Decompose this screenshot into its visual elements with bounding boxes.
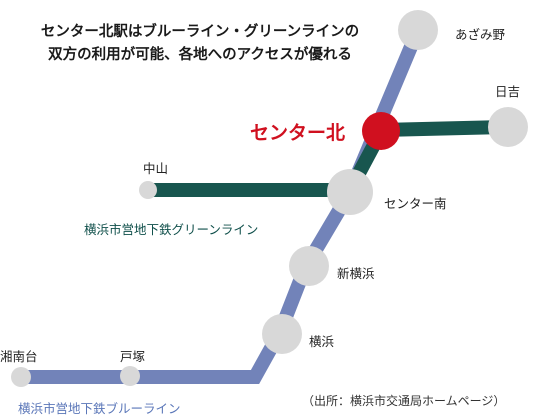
station-totsuka-marker bbox=[120, 366, 140, 386]
station-label-azamino: あざみ野 bbox=[455, 27, 506, 42]
station-label-shin-yokohama: 新横浜 bbox=[337, 266, 375, 281]
headline-line-2: 双方の利用が可能、各地へのアクセスが優れる bbox=[48, 47, 352, 63]
station-shin-yokohama-marker bbox=[289, 246, 329, 286]
station-hiyoshi-marker bbox=[488, 107, 528, 147]
station-nakayama-marker bbox=[139, 181, 157, 199]
station-label-shonandai: 湘南台 bbox=[0, 349, 38, 364]
station-azamino-marker bbox=[398, 10, 438, 50]
station-yokohama-marker bbox=[262, 314, 302, 354]
station-center-kita-marker bbox=[362, 112, 400, 150]
station-label-center-kita: センター北 bbox=[250, 122, 346, 144]
station-shonandai-marker bbox=[11, 367, 31, 387]
blue-line-name: 横浜市営地下鉄ブルーライン bbox=[18, 401, 181, 416]
station-label-nakayama: 中山 bbox=[143, 161, 169, 176]
station-label-yokohama: 横浜 bbox=[309, 334, 335, 349]
station-label-center-minami: センター南 bbox=[384, 196, 447, 211]
station-label-hiyoshi: 日吉 bbox=[495, 84, 521, 99]
source-note: （出所：横浜市交通局ホームページ） bbox=[302, 394, 506, 408]
station-center-minami-marker bbox=[327, 169, 373, 215]
headline-line-1: センター北駅はブルーライン・グリーンラインの bbox=[40, 24, 360, 40]
green-line-name: 横浜市営地下鉄グリーンライン bbox=[84, 222, 259, 237]
station-label-totsuka: 戸塚 bbox=[120, 349, 146, 364]
green-line-track bbox=[148, 120, 506, 197]
